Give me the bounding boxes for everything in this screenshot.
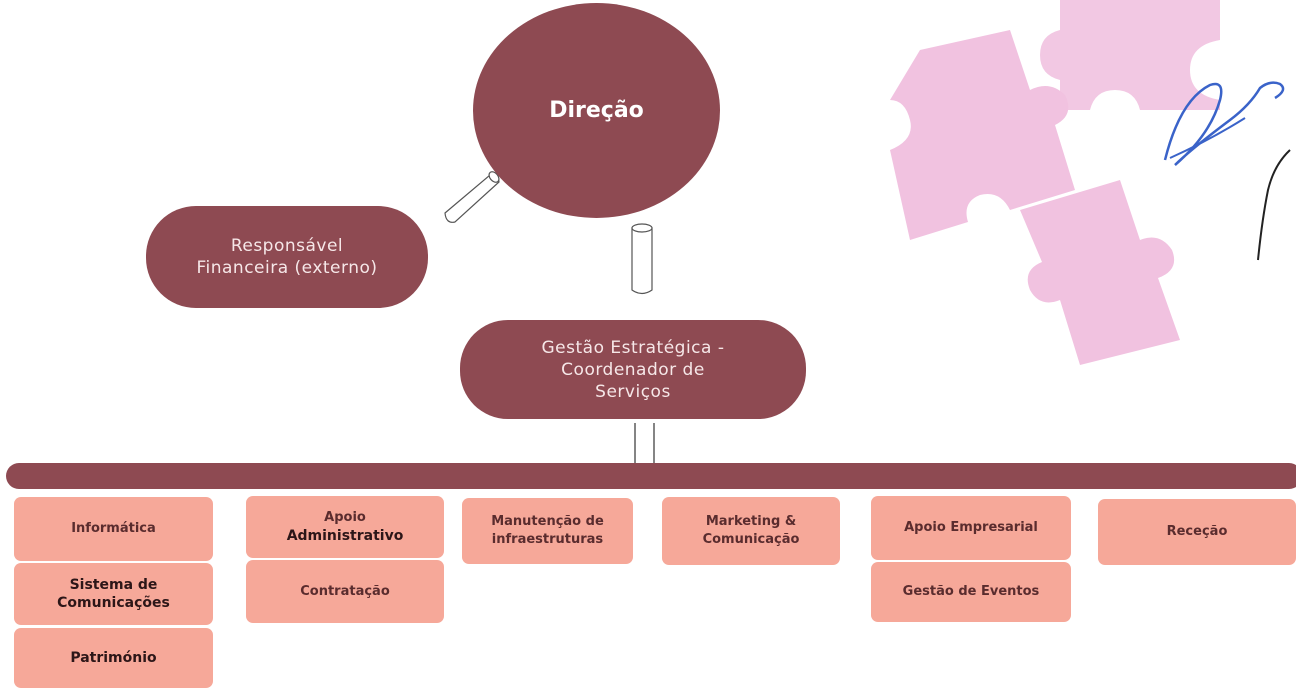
signature-icon [1163, 81, 1291, 261]
box-rececao-label: Receção [1166, 524, 1228, 539]
box-gestao-eventos: Gestão de Eventos [871, 562, 1071, 622]
box-contratacao: Contratação [246, 560, 444, 623]
horizontal-connector-bar [6, 463, 1296, 489]
box-apoio-empresarial: Apoio Empresarial [871, 496, 1071, 560]
box-contratacao-label: Contratação [300, 583, 390, 599]
node-gestao-label-3: Serviços [595, 381, 671, 402]
box-patrimonio: Património [14, 628, 213, 688]
box-apoio-adm-label-1: Apoio [324, 510, 366, 525]
box-marketing-label-2: Comunicação [702, 532, 800, 547]
box-informatica-label: Informática [71, 521, 156, 536]
node-gestao-label-1: Gestão Estratégica - [541, 337, 725, 358]
node-direcao: Direção [473, 3, 720, 218]
box-apoio-adm-label-2: Administrativo [286, 528, 404, 544]
box-informatica: Informática [14, 497, 213, 561]
connector-gestao-bar [634, 423, 655, 465]
connector-direcao-gestao [631, 223, 653, 295]
node-responsavel-label-2: Financeira (externo) [196, 258, 378, 278]
puzzle-decoration-icon [890, 0, 1220, 365]
box-sistema-label-2: Comunicações [57, 595, 170, 611]
box-sistema-comunicacoes: Sistema de Comunicações [14, 563, 213, 625]
node-gestao-label-2: Coordenador de [561, 359, 705, 380]
connector-resp-direcao [444, 171, 500, 223]
node-responsavel-label-1: Responsável [230, 236, 344, 256]
node-gestao-estrategica: Gestão Estratégica - Coordenador de Serv… [460, 320, 806, 419]
box-apoio-empresarial-label: Apoio Empresarial [904, 520, 1038, 535]
box-apoio-administrativo: Apoio Administrativo [246, 496, 444, 558]
box-rececao: Receção [1098, 499, 1296, 565]
box-gestao-eventos-label: Gestão de Eventos [902, 584, 1040, 599]
box-marketing: Marketing & Comunicação [662, 497, 840, 565]
node-direcao-label: Direção [549, 98, 644, 123]
box-manutencao-label-2: infraestruturas [491, 532, 604, 547]
box-sistema-label-1: Sistema de [69, 577, 158, 593]
box-manutencao-label-1: Manutenção de [491, 514, 604, 529]
node-responsavel-financeira: Responsável Financeira (externo) [146, 206, 428, 308]
box-manutencao: Manutenção de infraestruturas [462, 498, 633, 564]
box-marketing-label-1: Marketing & [705, 514, 797, 529]
box-patrimonio-label: Património [70, 650, 157, 666]
